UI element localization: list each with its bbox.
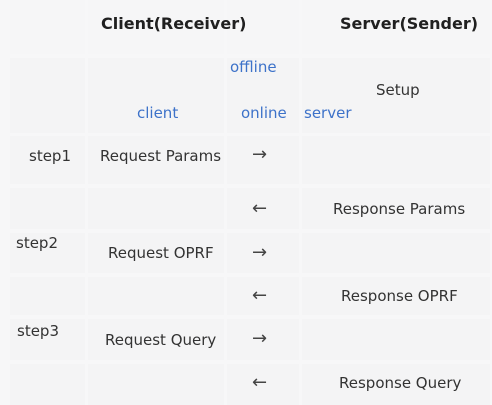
step1-request-client — [88, 136, 224, 184]
client-label: client — [137, 104, 179, 122]
response-params-label: Response Params — [333, 200, 466, 218]
step3-response-client — [88, 364, 224, 405]
step3-request-middle — [227, 319, 299, 360]
mode-cell-middle — [227, 58, 299, 133]
header-cell-middle — [227, 0, 299, 54]
header-cell-empty — [10, 0, 85, 54]
header-cell-client — [88, 0, 224, 54]
step3-label: step3 — [17, 322, 59, 340]
step3-response-left — [10, 364, 85, 405]
step2-request-client — [88, 233, 224, 273]
step3-request-client — [88, 319, 224, 360]
response-query-arrow-left-icon: ← — [252, 372, 268, 393]
step2-response-left — [10, 277, 85, 315]
step1-request-server — [302, 136, 490, 184]
header-cell-server — [302, 0, 490, 54]
step3-response-server — [302, 364, 490, 405]
server-sender-title: Server(Sender) — [340, 14, 479, 33]
step1-response-left — [10, 188, 85, 229]
step2-response-middle — [227, 277, 299, 315]
request-query-label: Request Query — [105, 331, 217, 349]
setup-label: Setup — [376, 81, 420, 99]
request-oprf-arrow-right-icon: → — [252, 242, 268, 263]
request-params-label: Request Params — [100, 147, 222, 165]
step3-request-left — [10, 319, 85, 360]
response-params-arrow-left-icon: ← — [252, 198, 268, 219]
step1-response-middle — [227, 188, 299, 229]
mode-cell-left — [10, 58, 85, 133]
step1-response-server — [302, 188, 490, 229]
response-oprf-label: Response OPRF — [341, 287, 458, 305]
step3-response-middle — [227, 364, 299, 405]
step2-request-middle — [227, 233, 299, 273]
response-oprf-arrow-left-icon: ← — [252, 285, 268, 306]
step2-response-client — [88, 277, 224, 315]
server-label: server — [304, 104, 352, 122]
step3-request-server — [302, 319, 490, 360]
response-query-label: Response Query — [339, 374, 462, 392]
online-label: online — [241, 104, 287, 122]
step1-request-middle — [227, 136, 299, 184]
step2-response-server — [302, 277, 490, 315]
step1-label: step1 — [29, 147, 71, 165]
step1-response-client — [88, 188, 224, 229]
step2-label: step2 — [16, 234, 58, 252]
step2-request-server — [302, 233, 490, 273]
request-oprf-label: Request OPRF — [108, 244, 214, 262]
request-params-arrow-right-icon: → — [252, 144, 268, 165]
request-query-arrow-right-icon: → — [252, 328, 268, 349]
offline-label: offline — [230, 58, 277, 76]
client-receiver-title: Client(Receiver) — [101, 14, 247, 33]
step1-request-left — [10, 136, 85, 184]
mode-cell-server — [302, 58, 490, 133]
step2-request-left — [10, 233, 85, 273]
mode-cell-client — [88, 58, 224, 133]
